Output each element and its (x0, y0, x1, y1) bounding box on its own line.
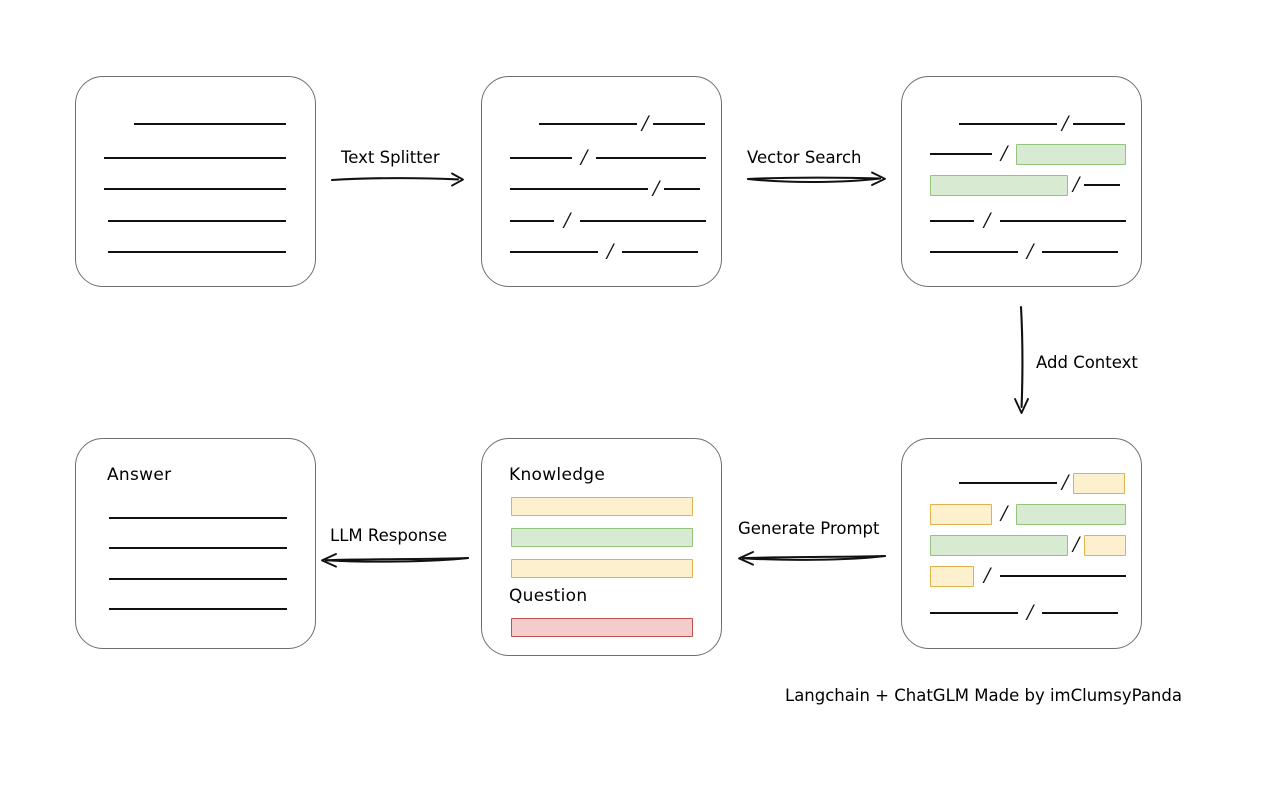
knowledge-bar-green (511, 528, 693, 547)
document-line: / (510, 176, 701, 200)
split-slash: / (1001, 501, 1008, 524)
document-line (108, 210, 286, 232)
answer-line (109, 608, 287, 610)
document-line: / (930, 111, 1126, 135)
split-slash: / (564, 208, 571, 231)
arrow-label-generate-prompt: Generate Prompt (738, 519, 880, 538)
matched-chunk-green (930, 534, 1068, 556)
context-chunk-yellow (1073, 472, 1126, 494)
document-line: / (510, 208, 707, 232)
text-segment (959, 482, 1057, 484)
document-line: / (930, 239, 1119, 263)
card-source-document[interactable] (75, 76, 316, 287)
answer-line (109, 517, 287, 519)
text-segment (510, 220, 554, 222)
text-segment (104, 157, 286, 159)
text-segment (1073, 123, 1126, 125)
text-segment (510, 188, 648, 190)
split-slash: / (984, 208, 991, 231)
question-label: Question (509, 586, 588, 606)
text-segment (930, 612, 1018, 614)
arrow-generate-prompt (738, 551, 886, 566)
arrow-add-context (1014, 305, 1029, 414)
text-segment (596, 157, 707, 159)
arrow-text-splitter (330, 172, 464, 187)
split-slash: / (1001, 141, 1008, 164)
matched-chunk-green (1016, 143, 1127, 165)
document-line-highlighted: / (930, 563, 1127, 587)
knowledge-bar-yellow (511, 497, 693, 516)
card-split-document[interactable]: / / / / / (481, 76, 722, 287)
document-line: / (930, 208, 1127, 232)
document-line: / (510, 239, 699, 263)
document-line-highlighted: / (930, 141, 1127, 165)
document-line-highlighted: / (930, 172, 1121, 196)
context-chunk-yellow (930, 565, 974, 587)
document-line-highlighted: / (930, 532, 1127, 556)
text-segment (510, 251, 598, 253)
text-segment (959, 123, 1057, 125)
question-bar-red (511, 618, 693, 637)
knowledge-label: Knowledge (509, 465, 606, 485)
text-segment (930, 220, 974, 222)
card-answer[interactable]: Answer (75, 438, 316, 649)
card-context-document[interactable]: / / / / / (901, 438, 1142, 649)
context-chunk-yellow (930, 503, 992, 525)
card-vector-matched-document[interactable]: / / / / / (901, 76, 1142, 287)
document-line: / (930, 600, 1119, 624)
text-segment (108, 220, 286, 222)
answer-line (109, 547, 287, 549)
text-segment (930, 251, 1018, 253)
split-slash: / (653, 176, 660, 199)
text-segment (1000, 220, 1127, 222)
card-prompt[interactable]: Knowledge Question (481, 438, 722, 656)
text-segment (580, 220, 707, 222)
context-chunk-yellow (1084, 534, 1127, 556)
arrow-label-vector-search: Vector Search (747, 148, 862, 167)
split-slash: / (1073, 532, 1080, 555)
split-slash: / (581, 145, 588, 168)
split-slash: / (1073, 172, 1080, 195)
split-slash: / (1027, 239, 1034, 262)
text-segment (622, 251, 699, 253)
document-line (104, 178, 286, 200)
text-segment (134, 123, 286, 125)
text-segment (664, 188, 701, 190)
arrow-label-llm-response: LLM Response (330, 526, 448, 545)
document-line (104, 147, 286, 169)
text-segment (510, 157, 572, 159)
document-line: / (510, 145, 707, 169)
document-line: / (510, 111, 706, 135)
text-segment (930, 153, 992, 155)
document-line (134, 113, 286, 135)
split-slash: / (607, 239, 614, 262)
matched-chunk-green (1016, 503, 1127, 525)
arrow-label-add-context: Add Context (1036, 353, 1138, 372)
split-slash: / (642, 111, 649, 134)
text-segment (1042, 612, 1119, 614)
matched-chunk-green (930, 174, 1068, 196)
arrow-llm-response (321, 553, 469, 568)
split-slash: / (984, 563, 991, 586)
document-line (108, 241, 286, 263)
knowledge-bar-yellow (511, 559, 693, 578)
text-segment (1000, 575, 1127, 577)
text-segment (653, 123, 706, 125)
document-line-highlighted: / (930, 470, 1126, 494)
answer-line (109, 578, 287, 580)
footer-credit: Langchain + ChatGLM Made by imClumsyPand… (785, 686, 1182, 705)
text-segment (108, 251, 286, 253)
text-segment (1084, 184, 1121, 186)
split-slash: / (1062, 111, 1069, 134)
document-line-highlighted: / (930, 501, 1127, 525)
text-segment (1042, 251, 1119, 253)
arrow-label-text-splitter: Text Splitter (341, 148, 440, 167)
arrow-vector-search (747, 171, 886, 186)
answer-label: Answer (107, 465, 172, 485)
split-slash: / (1027, 600, 1034, 623)
split-slash: / (1062, 470, 1069, 493)
text-segment (539, 123, 637, 125)
text-segment (104, 188, 286, 190)
